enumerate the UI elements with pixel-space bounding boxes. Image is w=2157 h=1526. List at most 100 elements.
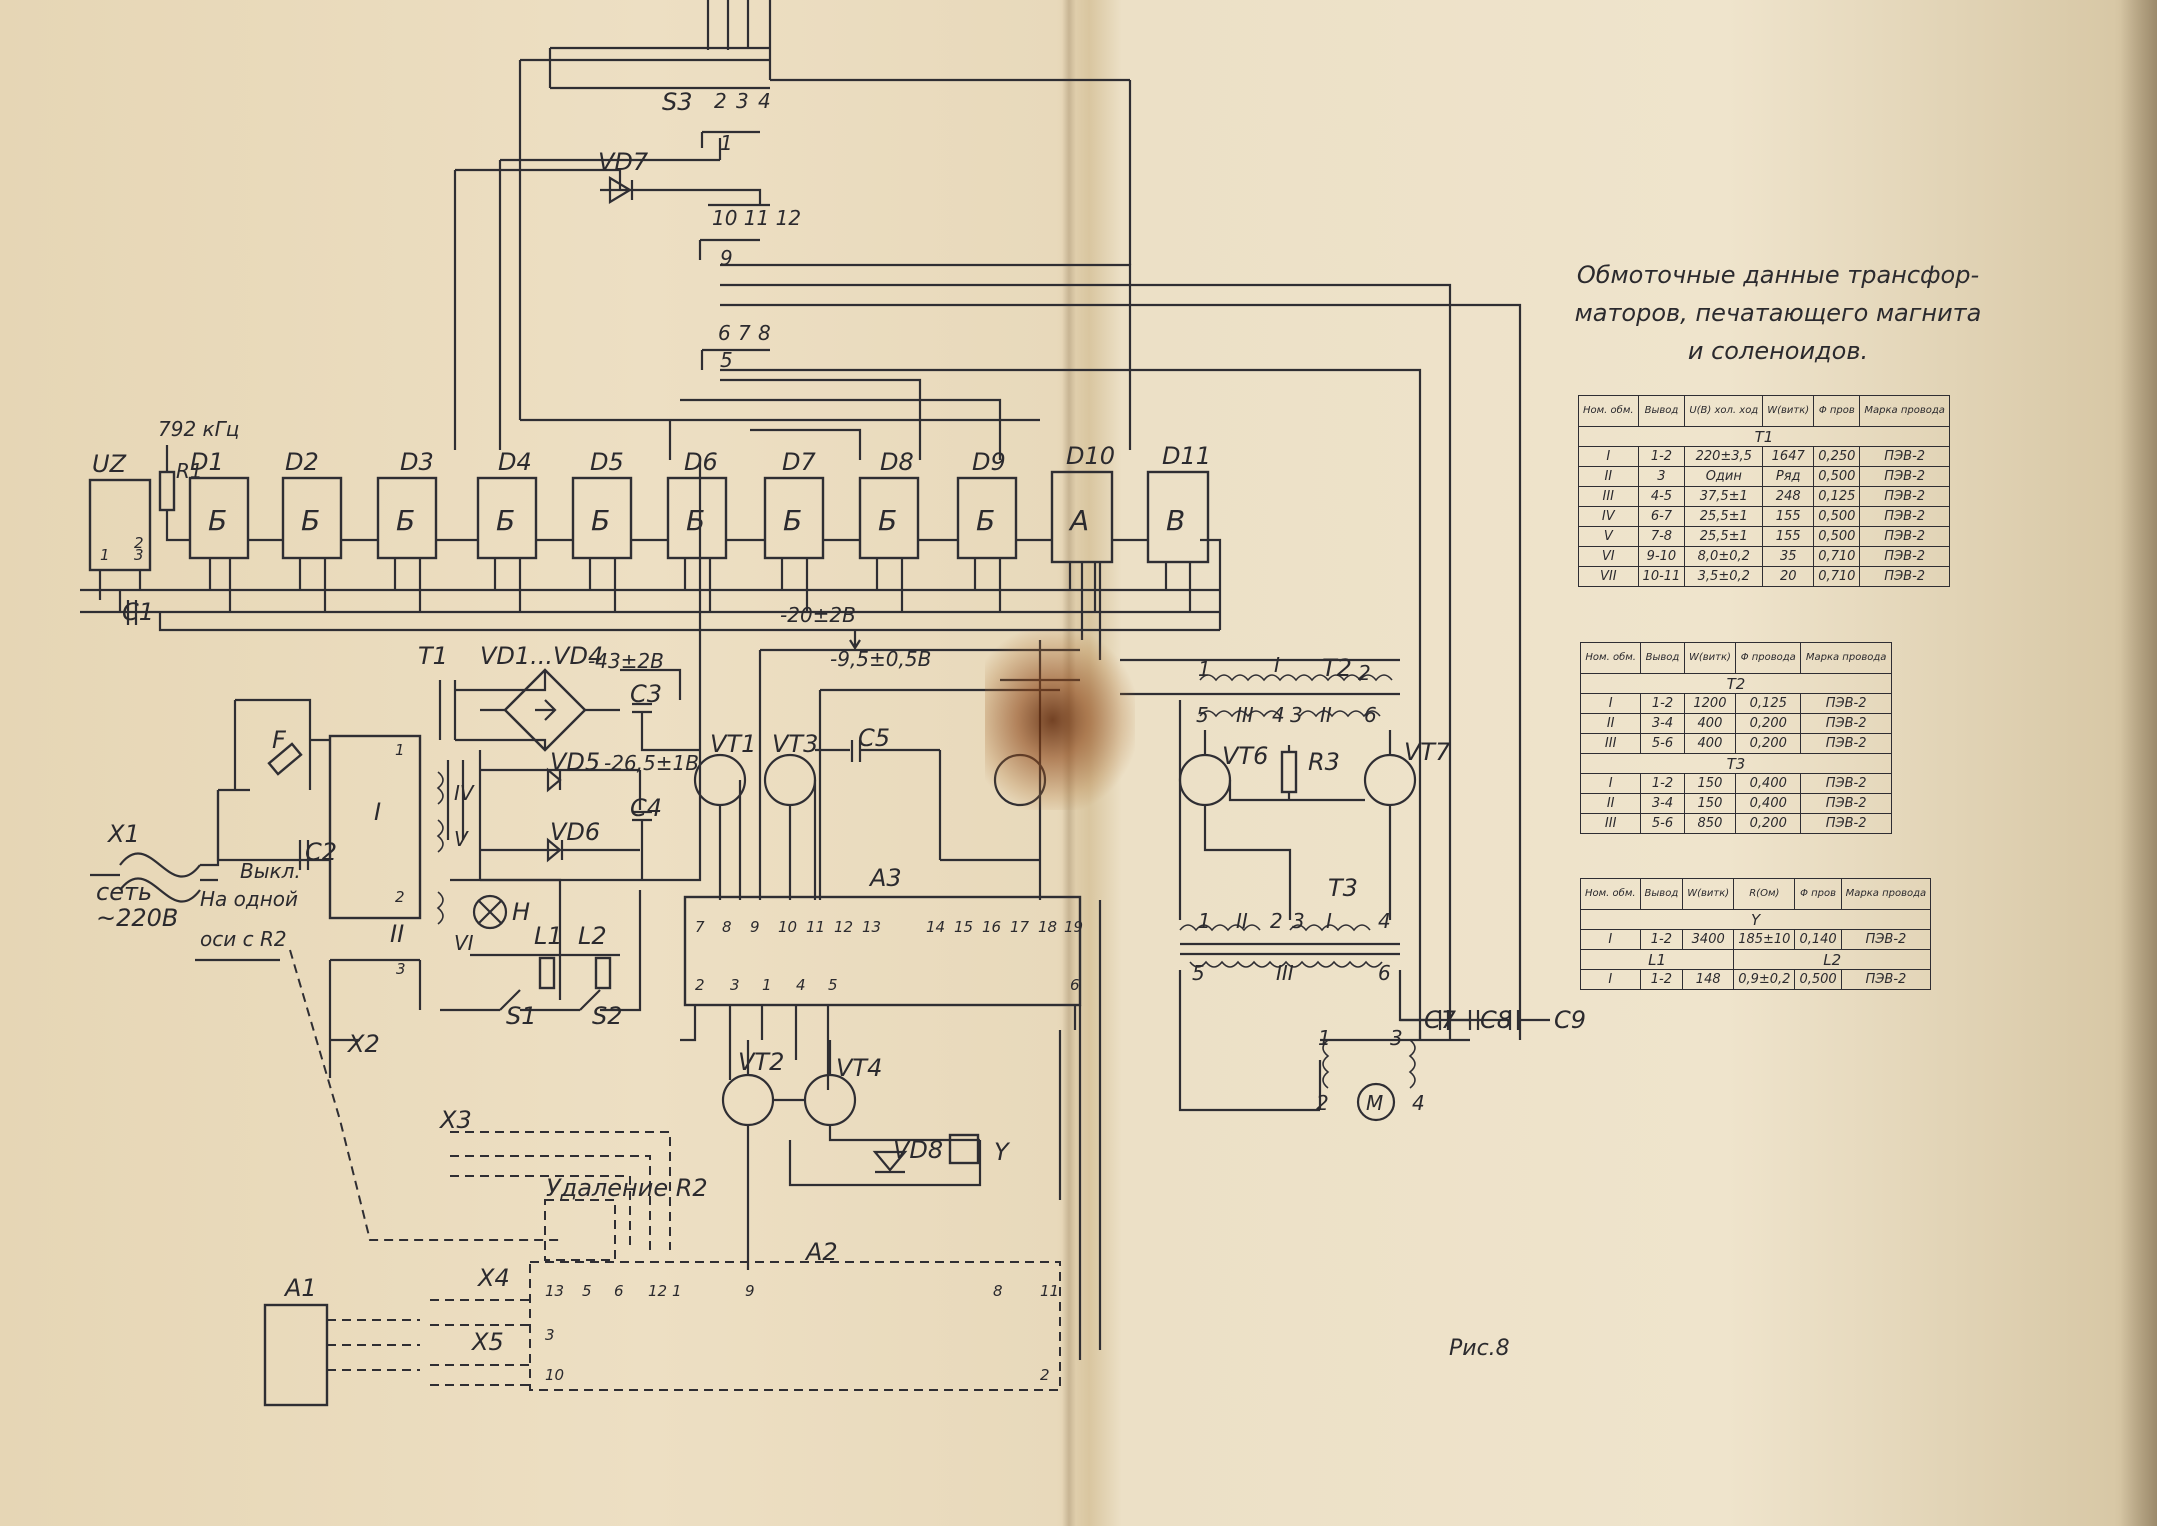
switch-s1-label: S1 <box>506 1002 537 1030</box>
block-type-label: Б <box>783 504 802 537</box>
converter-section: 1 I T2 2 5 III 4 3 II 6 VT6 VT7 R3 1 II … <box>1120 653 1480 1112</box>
capacitor-c8-label: C8 <box>1480 1006 1512 1034</box>
svg-text:III: III <box>1236 703 1254 727</box>
winding-data-heading: Обмоточные данные трансфор- маторов, печ… <box>1548 256 2008 370</box>
divider-d3-label: D3 <box>400 448 434 476</box>
heading-line: Обмоточные данные трансфор- <box>1576 261 1980 289</box>
table-section-row: T2 <box>1580 673 1892 694</box>
transistor-vt3-label: VT3 <box>772 730 818 758</box>
switch-s3-label: S3 <box>662 88 693 116</box>
block-uz-label: UZ <box>92 450 127 478</box>
svg-text:14: 14 <box>926 918 945 936</box>
block-type-label: Б <box>496 504 515 537</box>
svg-text:13: 13 <box>545 1282 564 1300</box>
winding-table-t2-t3: Ном. обм. Вывод W(витк) Φ провода Марка … <box>1579 642 1892 834</box>
svg-text:4: 4 <box>1378 909 1391 933</box>
solenoid-l1-label: L1 <box>534 922 563 950</box>
table-section-row: T1 <box>1578 426 1950 447</box>
svg-text:1: 1 <box>100 546 110 564</box>
column-header: Вывод <box>1640 642 1685 674</box>
frequency-label: 792 кГц <box>158 417 239 441</box>
block-type-label: В <box>1166 504 1185 537</box>
divider-d7-label: D7 <box>782 448 816 476</box>
connector-x1-label: X1 <box>106 820 140 848</box>
svg-text:6: 6 <box>1364 703 1377 727</box>
table-section-row: Y <box>1579 909 1932 930</box>
switch-s3-group: S3 2 3 4 1 VD7 10 11 12 9 6 7 8 5 <box>453 0 1522 1040</box>
block-type-label: Б <box>591 504 610 537</box>
note-label: На одной <box>200 887 298 911</box>
column-header: Марка провода <box>1800 642 1892 674</box>
magnet-y-label: Y <box>994 1138 1011 1166</box>
pin-label: 10 11 12 <box>712 206 801 230</box>
transistor-vt2-label: VT2 <box>738 1048 784 1076</box>
heading-line: маторов, печатающего магнита <box>1574 299 1982 327</box>
switch-s2-label: S2 <box>592 1002 623 1030</box>
transistor-vt6-label: VT6 <box>1222 742 1268 770</box>
transistor-vt1-label: VT1 <box>710 730 756 758</box>
svg-text:3: 3 <box>396 960 406 978</box>
transistor-vt4-label: VT4 <box>836 1054 882 1082</box>
mains-voltage-label: ~220В <box>96 904 178 932</box>
section-label: T2 <box>1580 673 1892 694</box>
mains-input-section: I 1 2 F C2 Выкл. X1 сеть ~220В На одной … <box>90 698 642 1241</box>
burn-mark <box>985 630 1135 810</box>
block-uz: UZ 1 2 3 792 кГц R1 C1 <box>80 417 1222 632</box>
column-header: Ном. обм. <box>1580 878 1641 910</box>
svg-text:IV: IV <box>454 781 475 805</box>
remote-r2-label: Удаление R2 <box>546 1174 708 1202</box>
column-header: W(витк) <box>1683 642 1737 674</box>
capacitor-c5-label: C5 <box>858 724 890 752</box>
column-header: W(витк) <box>1682 878 1735 910</box>
svg-text:I: I <box>374 798 381 826</box>
svg-text:5: 5 <box>1196 703 1209 727</box>
page-edge <box>2120 0 2157 1526</box>
block-type-label: А <box>1068 504 1089 537</box>
pin-label: 4 <box>758 89 771 113</box>
note-label: оси с R2 <box>200 927 287 951</box>
svg-text:3: 3 <box>730 976 740 994</box>
svg-text:16: 16 <box>982 918 1001 936</box>
figure-caption: Рис.8 <box>1449 1336 1510 1361</box>
section-label: T3 <box>1580 753 1892 774</box>
capacitor-c1-label: C1 <box>122 598 154 626</box>
capacitor-c4-label: C4 <box>630 794 662 822</box>
svg-text:II: II <box>1236 909 1248 933</box>
svg-text:V: V <box>454 827 469 851</box>
svg-text:II: II <box>1320 703 1332 727</box>
svg-text:10: 10 <box>778 918 797 936</box>
solenoid-l2-label: L2 <box>578 922 607 950</box>
column-header: U(В) хол. ход <box>1684 395 1764 427</box>
capacitor-c2-label: C2 <box>305 838 337 866</box>
svg-text:1: 1 <box>1198 657 1211 681</box>
pin-label: 2 <box>714 89 727 113</box>
block-type-label: Б <box>301 504 320 537</box>
svg-text:10: 10 <box>545 1366 564 1384</box>
board-a2-label: A2 <box>804 1238 838 1266</box>
svg-text:2: 2 <box>395 888 405 906</box>
svg-text:3: 3 <box>1390 1026 1403 1050</box>
svg-text:12: 12 <box>834 918 853 936</box>
connector-x2-label: X2 <box>346 1030 380 1058</box>
transformer-t3-label: T3 <box>1328 874 1358 902</box>
divider-d10-label: D10 <box>1066 442 1115 470</box>
column-header: Марка провода <box>1859 395 1950 427</box>
pin-label: 1 <box>720 131 733 155</box>
svg-text:11: 11 <box>806 918 825 936</box>
svg-text:19: 19 <box>1064 918 1083 936</box>
column-header: Марка провода <box>1840 878 1932 910</box>
column-header: Φ провода <box>1735 642 1802 674</box>
svg-text:2: 2 <box>1270 909 1283 933</box>
svg-text:9: 9 <box>745 1282 755 1300</box>
svg-text:15: 15 <box>954 918 973 936</box>
block-type-label: Б <box>396 504 415 537</box>
